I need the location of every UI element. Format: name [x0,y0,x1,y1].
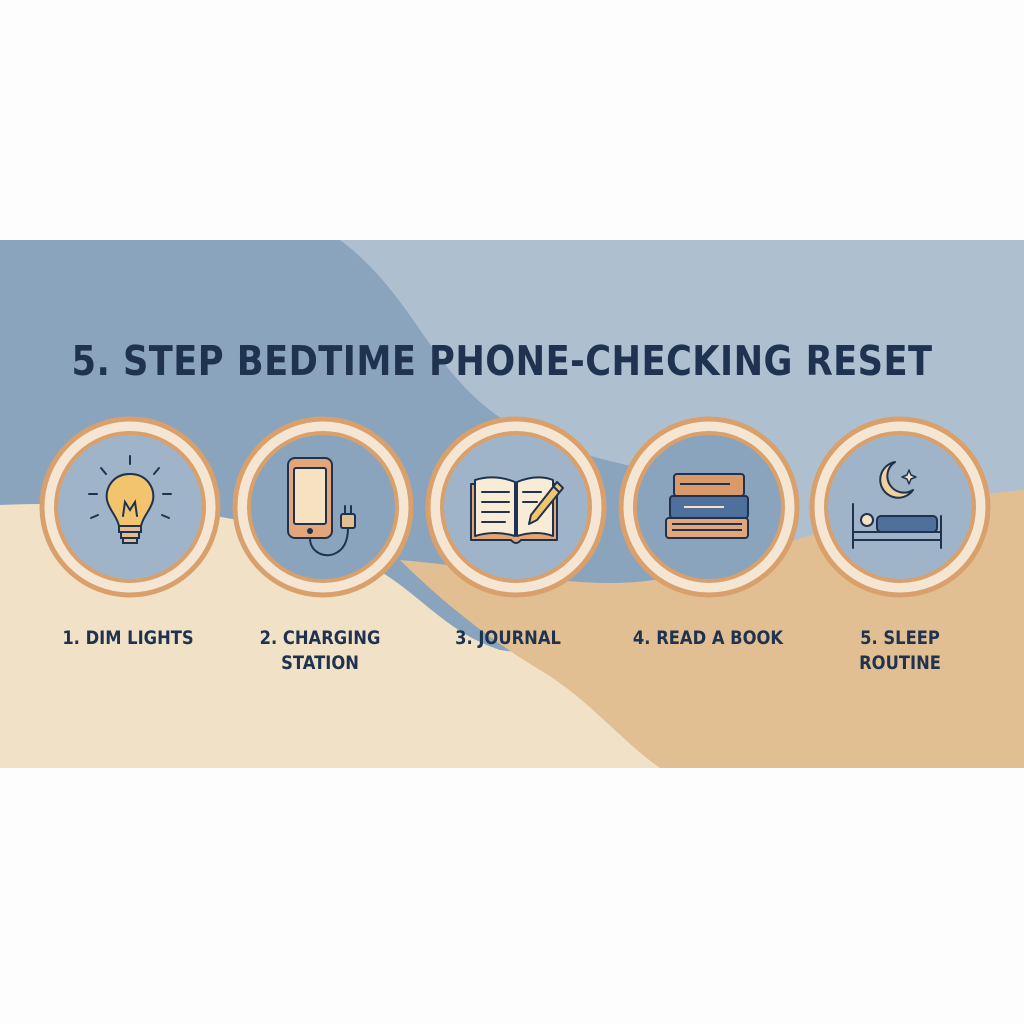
step-dim-lights [35,412,225,602]
books-icon [665,473,749,539]
sleep-icon [852,461,942,549]
step-sleep-routine [805,412,995,602]
step-label: 5. SLEEP ROUTINE [859,627,941,674]
step-charging-station [228,412,418,602]
lightbulb-icon [88,455,172,544]
page-title: 5. STEP BEDTIME PHONE-CHECKING RESET [71,337,933,385]
journal-icon [470,476,564,544]
phone-charging-icon [287,457,356,557]
step-label: 2. CHARGING STATION [259,627,381,674]
step-label: 4. READ A BOOK [632,627,784,649]
step-read-a-book [614,412,804,602]
step-label: 1. DIM LIGHTS [62,627,194,649]
step-journal [421,412,611,602]
step-label: 3. JOURNAL [455,627,561,649]
